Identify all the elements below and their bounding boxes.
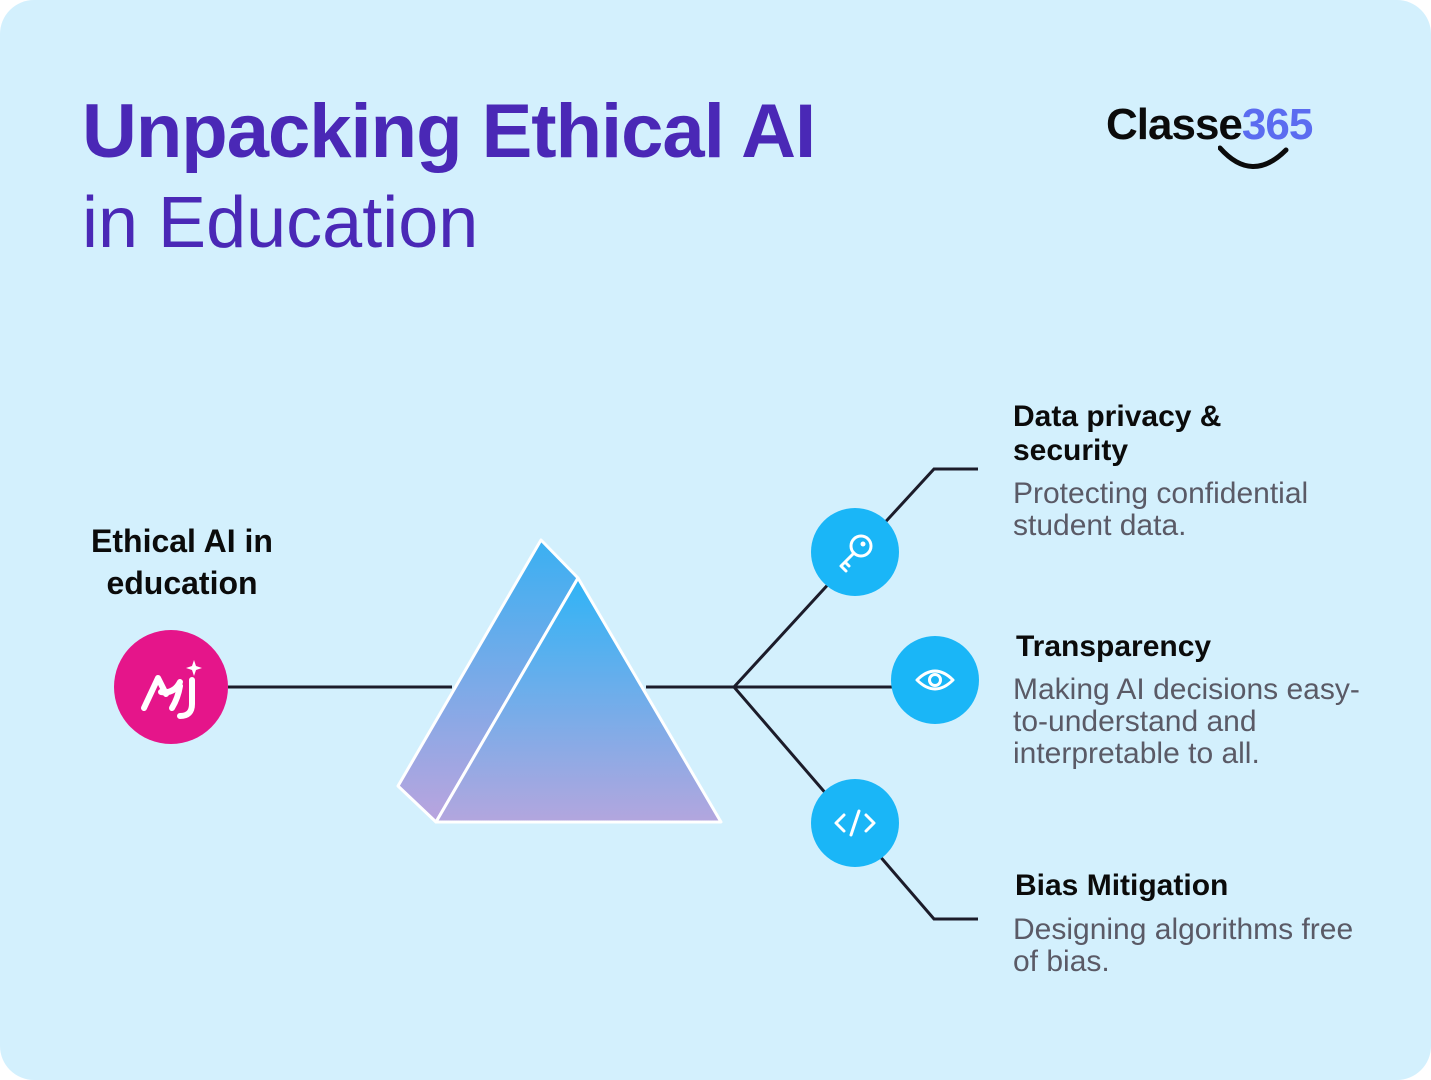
smile-curve-icon: [1218, 145, 1289, 169]
eye-icon-circle: [891, 636, 979, 724]
ai-badge: [114, 630, 228, 744]
branch-desc-bias-mitigation: Designing algorithms free of bias.: [1013, 913, 1354, 978]
key-icon-circle: [811, 508, 899, 596]
logo-text: Classe: [1106, 100, 1243, 149]
eye-icon: [915, 669, 955, 691]
code-icon: [834, 809, 876, 837]
branch-line-top: [732, 467, 978, 689]
branch-title-transparency: Transparency: [1016, 630, 1212, 663]
prism-shape: [396, 538, 723, 824]
code-icon-circle: [811, 779, 899, 867]
branch-desc-transparency: Making AI decisions easy-to-understand a…: [1013, 673, 1360, 770]
key-icon: [839, 534, 873, 573]
branch-desc-data-privacy: Protecting confidential student data.: [1013, 477, 1309, 542]
prism-front-face: [434, 576, 723, 824]
ai-sparkle-icon: [141, 660, 202, 719]
page-title: Unpacking Ethical AI: [82, 89, 816, 174]
connector-lines: [228, 467, 978, 921]
branch-title-bias-mitigation: Bias Mitigation: [1015, 869, 1229, 902]
logo-number: 365: [1241, 100, 1313, 149]
center-label: Ethical AI in education: [91, 523, 273, 601]
classe365-logo: Classe365: [1106, 100, 1346, 180]
branch-line-bottom: [732, 686, 978, 921]
page-subtitle: in Education: [82, 183, 479, 263]
logo-wordmark: Classe365: [1106, 100, 1313, 150]
branch-title-data-privacy: Data privacy & security: [1013, 400, 1222, 467]
